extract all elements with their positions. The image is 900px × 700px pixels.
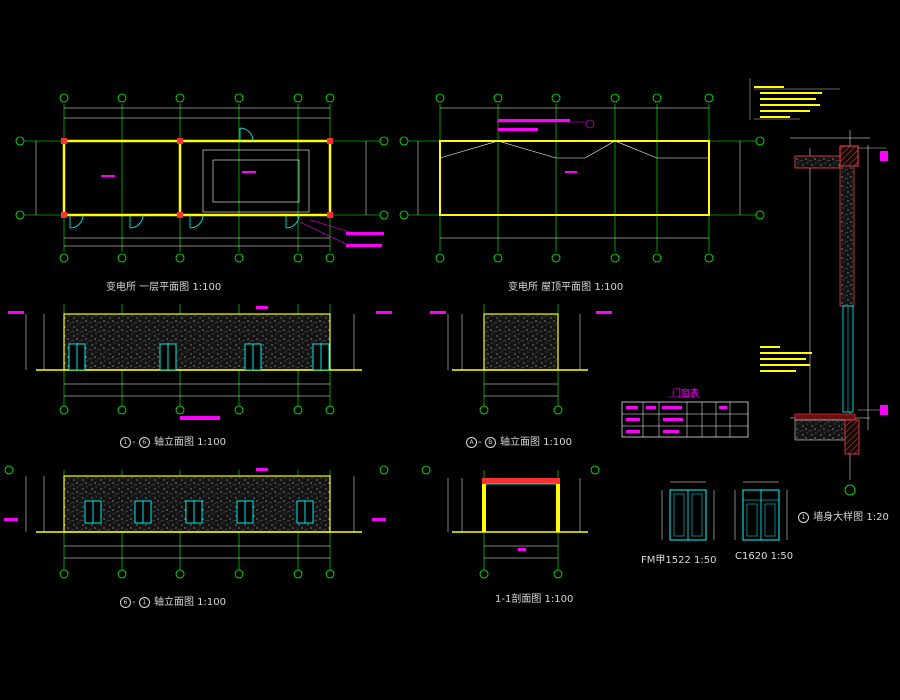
elevation-a-wall-finish	[63, 313, 331, 371]
plan-axis-grid	[24, 104, 380, 252]
detail-fm-door	[661, 481, 715, 541]
caption-elevation-b: A- B 轴立面图 1:100	[466, 433, 572, 448]
caption-fm-door: FM甲1522 1:50	[641, 555, 717, 566]
caption-section: 1-1剖面图 1:100	[495, 594, 574, 605]
elevation-a	[8, 304, 392, 420]
caption-elevation-c-label: 轴立面图 1:100	[153, 597, 226, 608]
caption-wall-detail: 1 墙身大样图 1:20	[798, 508, 889, 523]
door-window-table	[621, 396, 749, 438]
roof-labels	[498, 119, 577, 173]
caption-c-window: C1620 1:50	[735, 551, 794, 562]
axis-ref-icon: 1	[120, 436, 131, 448]
roof-axis-grid	[408, 104, 756, 252]
wall-detail	[749, 78, 888, 496]
elevation-b	[430, 304, 612, 415]
caption-elevation-a-label: 轴立面图 1:100	[153, 437, 226, 448]
roof-parapet	[439, 140, 710, 216]
roof-plan	[399, 93, 765, 263]
wall-detail-notes	[754, 86, 822, 118]
axis-ref-icon: 1	[138, 596, 150, 608]
caption-elevation-a: 1- 6 轴立面图 1:100	[120, 433, 226, 448]
caption-plan: 变电所 一层平面图 1:100	[106, 282, 222, 293]
caption-wall-detail-label: 墙身大样图 1:20	[813, 512, 889, 523]
plan-axis-bubbles	[15, 93, 389, 263]
elevation-c	[4, 465, 389, 579]
axis-ref-icon: 6	[138, 436, 150, 448]
plan-dimension-lines	[35, 107, 367, 247]
caption-roof: 变电所 屋顶平面图 1:100	[508, 282, 624, 293]
axis-ref-icon: A	[466, 436, 477, 448]
door-window-table-title: 门窗表	[672, 389, 700, 399]
plan-leaders	[299, 219, 351, 245]
roof-dimension-lines	[417, 107, 741, 239]
axis-ref-icon: B	[484, 436, 496, 448]
floor-plan	[15, 93, 389, 263]
plan-openings	[69, 127, 300, 229]
caption-elevation-c: 6- 1 轴立面图 1:100	[120, 593, 226, 608]
caption-elevation-b-label: 轴立面图 1:100	[499, 437, 572, 448]
wall-detail-parapet	[839, 145, 859, 167]
elevation-a-doors	[68, 343, 330, 371]
detail-c-window	[734, 481, 788, 541]
elevation-c-windows	[84, 500, 314, 524]
section-1-1	[421, 465, 600, 579]
detail-ref-icon: 1	[798, 511, 809, 523]
plan-labels	[101, 171, 384, 247]
plan-walls	[62, 139, 332, 217]
elevation-b-wall-finish	[483, 313, 559, 371]
axis-ref-icon: 6	[120, 596, 131, 608]
plan-equipment	[202, 149, 310, 213]
roof-axis-bubbles	[399, 93, 765, 263]
plan-columns	[61, 138, 333, 218]
roof-slope-lines	[439, 140, 709, 159]
